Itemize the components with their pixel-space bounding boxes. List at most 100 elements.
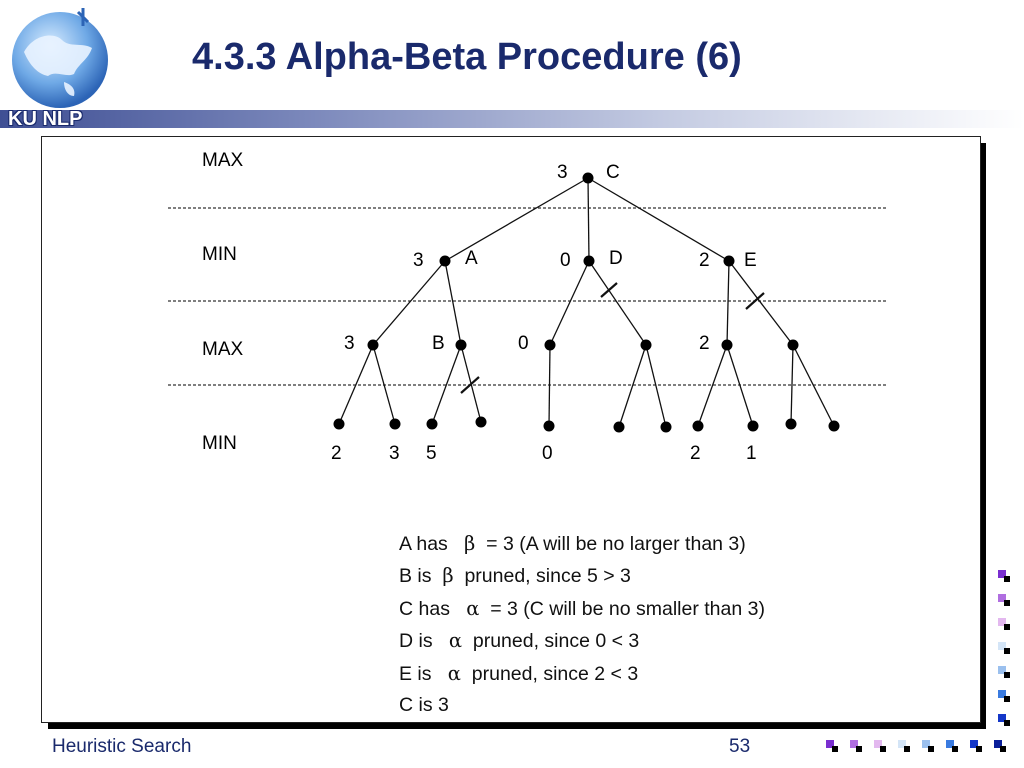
decor-square [998, 594, 1006, 602]
leaf-node [692, 420, 704, 432]
tree-node [640, 339, 652, 351]
edge [372, 344, 396, 425]
edge [372, 260, 446, 346]
leaf-node [785, 418, 797, 430]
tree-node-e [723, 255, 735, 267]
leaf-node [747, 420, 759, 432]
page-number: 53 [729, 736, 751, 757]
decor-square [928, 746, 934, 752]
tree-node [544, 339, 556, 351]
node-value-d: 0 [560, 250, 571, 271]
decor-square [998, 642, 1006, 650]
leaf-value: 2 [331, 443, 342, 464]
edge [549, 260, 590, 346]
title-underline-bar [0, 110, 1024, 128]
tree-node-a [439, 255, 451, 267]
level-label-min: MIN [202, 244, 237, 265]
note-line: A has β = 3 (A will be no larger than 3) [399, 532, 746, 555]
note-line: C has α = 3 (C will be no smaller than 3… [399, 596, 765, 620]
decor-square [994, 740, 1002, 748]
decor-square [1004, 648, 1010, 654]
decor-square [998, 570, 1006, 578]
leaf-node [828, 420, 840, 432]
decor-square [856, 746, 862, 752]
decor-square [880, 746, 886, 752]
figure-frame [41, 136, 981, 723]
greek-symbol: β [442, 564, 454, 588]
decor-square [976, 746, 982, 752]
edge [587, 177, 590, 262]
leaf-node [333, 418, 345, 430]
footer-topic: Heuristic Search [52, 736, 192, 757]
decor-square [998, 714, 1006, 722]
decor-square [922, 740, 930, 748]
edge [726, 260, 730, 346]
decor-square [998, 690, 1006, 698]
edge [726, 344, 754, 427]
node-name-e: E [744, 250, 757, 271]
leaf-value: 0 [542, 443, 553, 464]
node-name-b: B [432, 333, 445, 354]
edge [697, 344, 728, 427]
tree-node [787, 339, 799, 351]
decor-square [850, 740, 858, 748]
decor-square [1004, 624, 1010, 630]
decor-square [1004, 600, 1010, 606]
decor-square [898, 740, 906, 748]
leaf-value: 1 [746, 443, 757, 464]
node-value-a: 3 [413, 250, 424, 271]
tree-node-b [455, 339, 467, 351]
greek-symbol: α [447, 661, 461, 685]
greek-symbol: β [464, 532, 476, 555]
note-line: C is 3 [399, 694, 449, 717]
node-value: 3 [344, 333, 355, 354]
leaf-node [389, 418, 401, 430]
decor-square [970, 740, 978, 748]
leaf-value: 3 [389, 443, 400, 464]
decor-square [952, 746, 958, 752]
edge [431, 344, 462, 425]
decor-square [998, 666, 1006, 674]
edge [790, 344, 794, 425]
decor-square [1004, 576, 1010, 582]
node-value-c: 3 [557, 162, 568, 183]
decor-square [998, 618, 1006, 626]
decor-square [832, 746, 838, 752]
edge [587, 177, 730, 262]
decor-square [1004, 696, 1010, 702]
prune-mark [600, 282, 618, 298]
edge [588, 260, 647, 346]
leaf-value: 2 [690, 443, 701, 464]
level-label-max: MAX [202, 150, 244, 171]
decor-square [1004, 720, 1010, 726]
tree-node [721, 339, 733, 351]
level-label-min: MIN [202, 433, 237, 454]
decor-square [904, 746, 910, 752]
note-line: B is β pruned, since 5 > 3 [399, 564, 631, 588]
edge [548, 344, 551, 427]
leaf-node [660, 421, 672, 433]
node-name-a: A [465, 248, 478, 269]
ku-nlp-logo [4, 4, 116, 132]
node-value: 0 [518, 333, 529, 354]
tree-edges [338, 177, 835, 428]
leaf-node [475, 416, 487, 428]
edge [645, 344, 667, 428]
note-line: E is α pruned, since 2 < 3 [399, 661, 639, 685]
tree-node [367, 339, 379, 351]
edge [338, 344, 374, 425]
leaf-node [543, 420, 555, 432]
tree-node-c [582, 172, 594, 184]
leaf-node [613, 421, 625, 433]
edge [444, 177, 589, 262]
level-label-max: MAX [202, 339, 244, 360]
leaf-value: 5 [426, 443, 437, 464]
node-value-e: 2 [699, 250, 710, 271]
node-name-d: D [609, 248, 623, 269]
decor-square [946, 740, 954, 748]
slide-title: 4.3.3 Alpha-Beta Procedure (6) [192, 36, 742, 78]
logo-text: KU NLP [8, 108, 83, 130]
decor-square [1000, 746, 1006, 752]
decor-square [874, 740, 882, 748]
edge [728, 260, 794, 346]
